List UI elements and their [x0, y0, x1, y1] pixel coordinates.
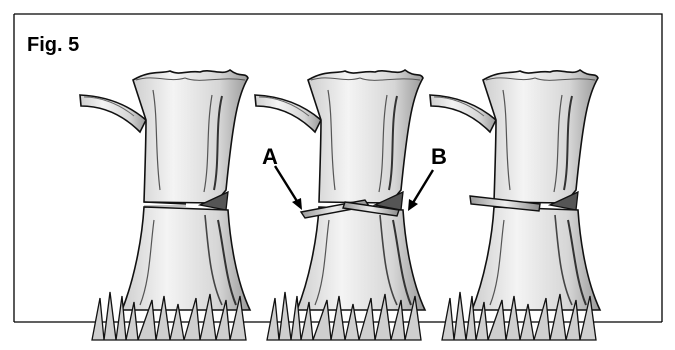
arrow-b: [411, 170, 433, 206]
trunk-upper-1: [133, 70, 248, 203]
tree-stump-3: [430, 70, 600, 340]
trunk-upper-2: [308, 70, 423, 203]
trunk-upper-3: [483, 70, 598, 203]
arrow-a: [275, 166, 300, 206]
trunk-lower-1: [122, 207, 250, 310]
trunk-lower-2: [297, 207, 425, 310]
figure-caption: Fig. 5: [27, 34, 79, 57]
tree-stump-1: [80, 70, 250, 340]
branch-left-2: [255, 95, 321, 132]
tree-stump-2: [255, 70, 425, 340]
branch-left-3: [430, 95, 496, 132]
branch-left-1: [80, 95, 146, 132]
callout-label-a: A: [262, 144, 278, 170]
callout-label-b: B: [431, 144, 447, 170]
trunk-lower-3: [472, 207, 600, 310]
arrow-a-head: [292, 198, 302, 210]
